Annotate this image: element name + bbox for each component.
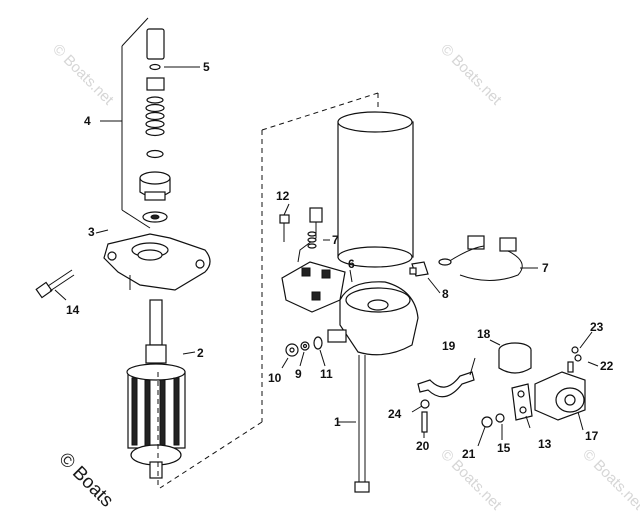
drive-end-cap [103, 233, 211, 291]
callout-5: 5 [203, 60, 210, 74]
watermark-bottom-right: © Boats.net [579, 446, 640, 512]
callout-7-right: 7 [542, 261, 549, 275]
brush-set-right [438, 235, 523, 281]
callout-10: 10 [268, 371, 282, 385]
watermark-top-left: © Boats.net [49, 41, 117, 109]
small-hardware [420, 346, 582, 433]
watermark-bottom-left: © Boats [54, 449, 117, 512]
callout-23: 23 [590, 320, 604, 334]
brush-holder-plate [281, 261, 346, 313]
field-frame [337, 111, 414, 268]
callout-6: 6 [348, 257, 355, 271]
commutator-end-cap [327, 281, 419, 356]
leader-lines [54, 66, 599, 447]
callout-22: 22 [600, 359, 614, 373]
assembly-outline [157, 92, 379, 489]
drive-assembly-bracket [100, 17, 151, 229]
solenoid-bracket-13 [511, 383, 533, 421]
callout-7-left: 7 [332, 233, 339, 247]
callout-11: 11 [320, 367, 333, 381]
through-bolt-1 [354, 355, 370, 493]
callout-3: 3 [88, 225, 95, 239]
callout-13: 13 [538, 437, 552, 451]
drive-assembly [139, 28, 171, 223]
callout-17: 17 [585, 429, 599, 443]
brush-set-left [297, 207, 323, 263]
callout-15: 15 [497, 441, 511, 455]
mounting-bracket-19 [417, 371, 475, 398]
callout-4: 4 [84, 114, 91, 128]
solenoid-sleeve-18 [498, 342, 532, 374]
callout-12: 12 [276, 189, 290, 203]
washers-9-10-11 [285, 336, 323, 357]
callout-21: 21 [462, 447, 476, 461]
callout-8: 8 [442, 287, 449, 301]
callout-20: 20 [416, 439, 430, 453]
screw-12 [279, 214, 290, 242]
callout-14: 14 [66, 303, 80, 317]
callout-1: 1 [334, 415, 341, 429]
callout-9: 9 [295, 367, 302, 381]
callout-19: 19 [442, 339, 456, 353]
armature [126, 299, 186, 479]
solenoid-17 [534, 361, 586, 421]
terminal-8 [409, 261, 429, 277]
callout-labels: 1 2 3 4 5 6 7 7 8 9 10 11 12 13 14 15 17… [66, 60, 614, 461]
callout-24: 24 [388, 407, 402, 421]
through-bolt-14 [35, 269, 75, 299]
callout-18: 18 [477, 327, 491, 341]
watermark-top-right: © Boats.net [437, 41, 505, 109]
callout-2: 2 [197, 346, 204, 360]
